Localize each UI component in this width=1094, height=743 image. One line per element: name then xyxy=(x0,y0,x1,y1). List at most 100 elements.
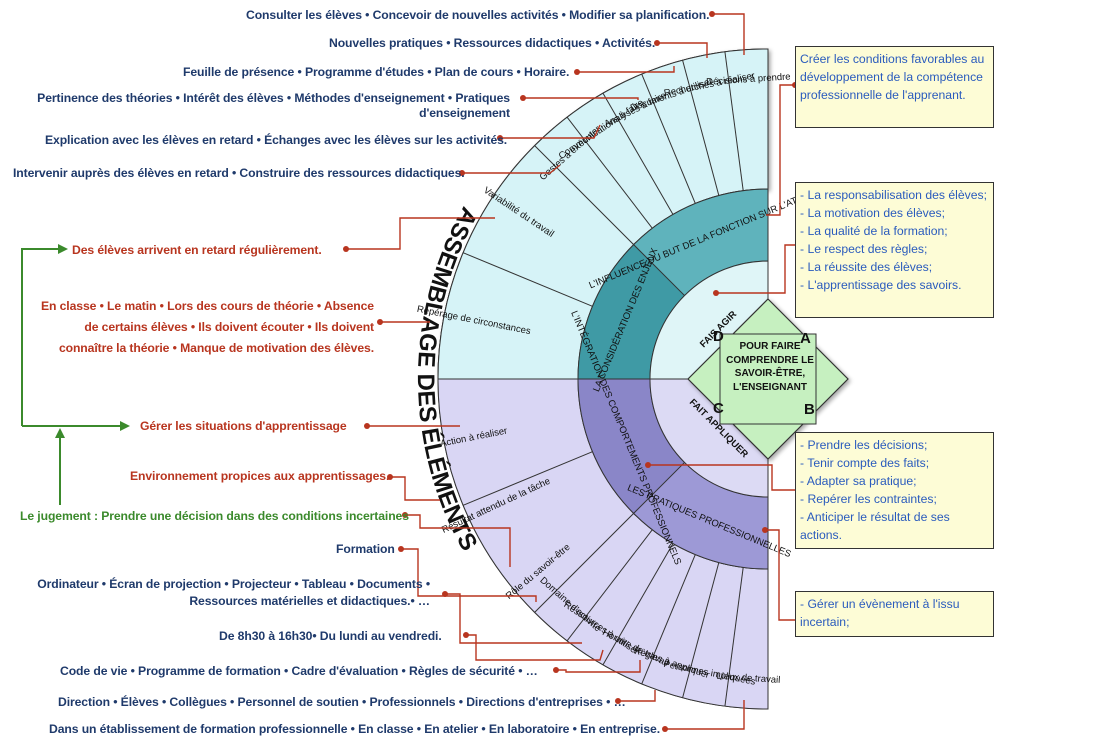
label-gestes: Intervenir auprès des élèves en retard •… xyxy=(13,166,465,180)
green-arrowhead xyxy=(120,421,130,431)
leader-line xyxy=(716,244,795,294)
note-enjeux-item: - La réussite des élèves; xyxy=(800,260,933,274)
center-text: POUR FAIRE COMPRENDRE LE SAVOIR-ÊTRE, L'… xyxy=(726,341,814,393)
note-conditions-text: Créer les conditions favorables au dével… xyxy=(800,52,985,102)
leader-dot xyxy=(377,319,383,325)
corner-c: C xyxy=(713,400,724,417)
leader-dot xyxy=(387,474,393,480)
leader-dot xyxy=(654,40,660,46)
leader-dot xyxy=(713,290,719,296)
leader-line xyxy=(405,514,511,567)
label-analyses: Pertinence des théories • Intérêt des él… xyxy=(37,91,510,120)
leader-line xyxy=(523,97,639,100)
leader-line xyxy=(766,84,795,216)
outer-divider xyxy=(602,543,674,666)
label-communications: Explication avec les élèves en retard • … xyxy=(45,133,508,147)
label-reperage: En classe • Le matin • Lors des cours de… xyxy=(40,299,374,355)
outer-divider xyxy=(602,92,674,215)
label-resultat: Environnement propices aux apprentissage… xyxy=(130,469,390,483)
note-pratiques: - Gérer un évènement à l'issu incertain; xyxy=(795,591,994,637)
note-comportements-item: - Adapter sa pratique; xyxy=(800,474,917,488)
note-enjeux-item: - La qualité de la formation; xyxy=(800,224,948,238)
leader-line xyxy=(665,700,745,730)
leader-dot xyxy=(442,591,448,597)
label-ressources: Ordinateur • Écran de projection • Proje… xyxy=(37,577,430,608)
leader-line xyxy=(712,13,745,55)
leader-dot xyxy=(615,698,621,704)
outer-divider xyxy=(641,73,696,204)
outer-divider xyxy=(566,116,653,229)
leader-dot xyxy=(574,69,580,75)
leader-line xyxy=(346,217,495,250)
leader-dot xyxy=(662,726,668,732)
leader-line xyxy=(618,690,656,702)
green-arrowhead xyxy=(58,244,68,254)
corner-b: B xyxy=(804,401,815,418)
note-enjeux: - La responsabilisation des élèves; - La… xyxy=(795,182,994,318)
corner-a: A xyxy=(800,330,811,347)
leader-line xyxy=(556,660,641,673)
leader-dot xyxy=(364,423,370,429)
note-comportements-item: - Prendre les décisions; xyxy=(800,438,928,452)
leader-line xyxy=(390,476,440,501)
leader-dot xyxy=(463,632,469,638)
leader-line xyxy=(657,42,708,58)
label-documents: Feuille de présence • Programme d'études… xyxy=(183,65,570,79)
note-pratiques-text: - Gérer un évènement à l'issu incertain; xyxy=(800,597,960,629)
label-decisions: Consulter les élèves • Concevoir de nouv… xyxy=(246,8,710,22)
leader-line xyxy=(765,529,795,621)
outer-divider xyxy=(462,451,593,506)
leader-dot xyxy=(645,462,651,468)
leader-line xyxy=(401,548,537,602)
outer-divider xyxy=(566,529,653,642)
leader-dot xyxy=(459,170,465,176)
label-recherches: Nouvelles pratiques • Ressources didacti… xyxy=(329,36,656,50)
outer-divider xyxy=(724,567,744,707)
outer-divider xyxy=(682,60,720,196)
outer-divider xyxy=(682,562,720,698)
label-variabilite: Des élèves arrivent en retard régulièrem… xyxy=(72,243,322,257)
label-lieux: Dans un établissement de formation profe… xyxy=(49,722,660,736)
note-comportements-item: - Tenir compte des faits; xyxy=(800,456,930,470)
corner-d: D xyxy=(713,328,724,345)
leader-dot xyxy=(402,512,408,518)
leader-dot xyxy=(709,11,715,17)
note-conditions: Créer les conditions favorables au dével… xyxy=(795,46,994,128)
leader-dot xyxy=(520,95,526,101)
leader-dot xyxy=(398,546,404,552)
leader-line xyxy=(466,634,604,661)
label-role: Le jugement : Prendre une décision dans … xyxy=(20,509,409,523)
leader-dot xyxy=(762,527,768,533)
note-enjeux-item: - La responsabilisation des élèves; xyxy=(800,188,987,202)
note-enjeux-item: - Le respect des règles; xyxy=(800,242,928,256)
leader-dot xyxy=(553,667,559,673)
outer-divider xyxy=(462,252,593,307)
label-personnes: Direction • Élèves • Collègues • Personn… xyxy=(58,695,626,709)
outer-segment-label: Lieux de travail xyxy=(716,671,780,686)
leader-line xyxy=(577,66,675,73)
outer-divider xyxy=(641,554,696,685)
label-horaire: De 8h30 à 16h30• Du lundi au vendredi. xyxy=(219,629,442,643)
leader-line xyxy=(445,593,582,644)
outer-divider xyxy=(534,145,635,246)
outer-divider xyxy=(724,51,744,191)
center-square xyxy=(719,333,817,425)
note-comportements-item: - Repérer les contraintes; xyxy=(800,492,937,506)
leader-dot xyxy=(343,246,349,252)
note-comportements: - Prendre les décisions; - Tenir compte … xyxy=(795,432,994,549)
note-comportements-item: - Anticiper le résultat de ses actions. xyxy=(800,510,950,542)
label-action: Gérer les situations d'apprentissage xyxy=(140,419,347,433)
green-arrowhead xyxy=(55,428,65,438)
outer-segment-label: Décisions à prendre xyxy=(706,71,791,88)
label-regles: Code de vie • Programme de formation • C… xyxy=(60,664,538,678)
note-enjeux-item: - La motivation des élèves; xyxy=(800,206,945,220)
leader-line xyxy=(648,464,795,491)
green-connector xyxy=(21,248,60,426)
label-domaine: Formation xyxy=(336,542,395,556)
leader-line xyxy=(462,164,561,174)
leader-line xyxy=(500,124,601,139)
note-enjeux-item: - L'apprentissage des savoirs. xyxy=(800,278,962,292)
outer-divider xyxy=(534,512,635,613)
